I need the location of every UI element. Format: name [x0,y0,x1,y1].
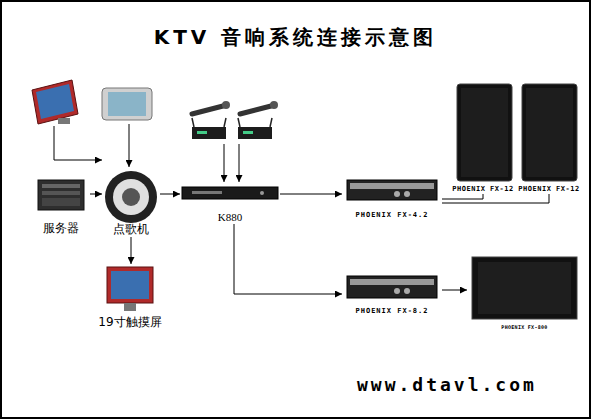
screen-frame [32,80,78,124]
mic-head [270,101,278,109]
tablet-body [102,88,152,120]
touch-screen-device [32,80,78,124]
processor-device [182,187,278,199]
jukebox-body [105,171,157,223]
device-node: PHOENIX FX-12 [452,82,514,194]
wireless-mic-set [238,101,278,139]
subwoofer-grille [478,262,571,314]
processor-case [182,187,278,199]
receiver-antenna [238,118,240,127]
speaker-grille [461,88,508,177]
jukebox-hub [122,188,140,206]
device-node [100,86,155,124]
device-node: 点歌机 [102,167,160,237]
mic-handle [192,106,223,114]
mic-receiver [192,127,226,139]
website-label: www.dtavl.com [357,374,537,395]
signal-connector [442,194,483,199]
device-label: K880 [218,210,242,224]
signal-connector [442,290,467,291]
amp-case [347,180,437,200]
subwoofer-device [472,257,577,319]
device-node [185,102,229,144]
device-node: 服务器 [32,178,90,236]
device-label: 点歌机 [113,222,149,237]
monitor-display [111,271,149,299]
device-node [30,80,80,126]
signal-connector [280,194,342,195]
amp-knob [394,288,400,294]
receiver-display [197,131,207,134]
jukebox-ring [113,179,149,215]
screen-stand [58,118,70,124]
monitor-stand [124,303,136,311]
device-node: PHOENIX FX-8.2 [342,272,442,316]
speaker-cabinet [522,84,577,181]
device-node [234,102,278,144]
device-label: 19寸触摸屏 [98,315,161,330]
signal-connector [90,194,102,195]
amp-front-strip [350,279,434,285]
wireless-mic-set [192,101,230,139]
receiver-antenna [192,118,194,127]
speaker-body [457,84,512,181]
tablet-display [108,92,146,116]
device-node: PHOENIX FX-12 [518,82,580,194]
device-label: PHOENIX FX-800 [501,324,547,330]
device-node: 19寸触摸屏 [97,264,163,330]
speaker-body [522,84,577,181]
device-label: 服务器 [43,221,79,236]
mic-handle [240,106,271,114]
signal-connector [239,144,240,182]
server-bay [42,191,80,195]
speaker-grille [526,88,573,177]
device-label: PHOENIX FX-8.2 [355,307,428,316]
signal-connector [54,126,102,160]
device-label: PHOENIX FX-12 [518,185,579,194]
receiver-antenna [224,118,226,127]
amplifier-device [347,276,437,298]
server-case [38,180,84,210]
monitor-frame [107,267,153,303]
processor-display [192,191,222,194]
device-label: PHOENIX FX-4.2 [355,211,428,220]
device-node: PHOENIX FX-800 [467,254,582,330]
amp-front-strip [350,183,434,189]
receiver-display [243,131,253,134]
signal-connector [160,194,180,195]
jukebox-device [105,171,157,223]
amp-case [347,276,437,298]
screen-display [36,84,74,119]
signal-connector [442,194,549,203]
device-node: K880 [180,182,280,224]
amp-knob [394,191,400,197]
server-bay [42,184,80,188]
mic-head [222,101,230,109]
mic-receiver [238,127,272,139]
signal-connector [131,237,132,264]
amp-knob [404,191,410,197]
device-label: PHOENIX FX-12 [452,185,513,194]
processor-knob [260,191,264,195]
touch-monitor-device [107,267,153,311]
diagram-title: KTV 音响系统连接示意图 [2,24,589,51]
receiver-antenna [270,118,272,127]
tablet-device [102,88,152,120]
amp-knob [404,288,410,294]
server-device [38,180,84,210]
amplifier-device [347,180,437,200]
subwoofer-body [472,257,577,319]
speaker-cabinet [457,84,512,181]
signal-connector [129,124,130,167]
device-node: PHOENIX FX-4.2 [342,176,442,220]
server-panel [42,198,80,206]
signal-connector [234,224,342,294]
signal-connector [224,144,225,182]
